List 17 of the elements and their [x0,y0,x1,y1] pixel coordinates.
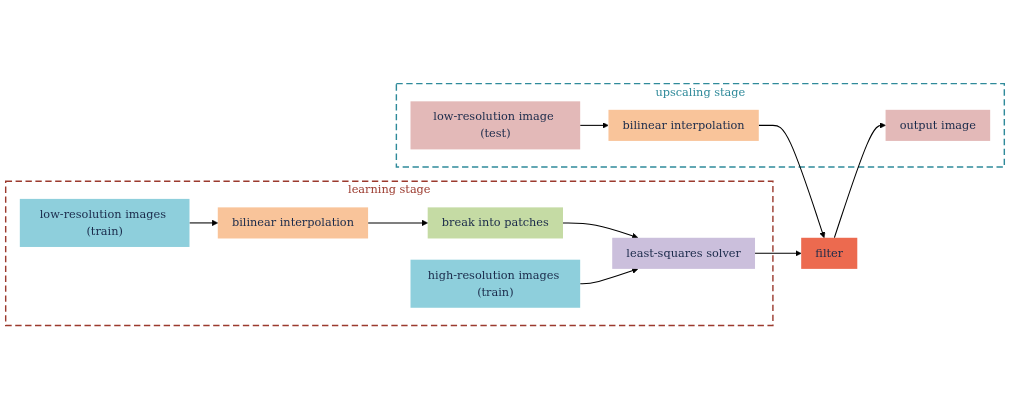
arrow [833,122,886,239]
arrow [579,267,639,285]
arrow [579,122,609,129]
node-box: bilinear interpolation [608,109,759,141]
node-box: high-resolution images (train) [410,259,581,308]
node-box: least-squares solver [612,237,755,269]
node-box: filter [801,237,858,269]
arrow [754,250,802,257]
arrow [758,124,826,238]
node-box: output image [885,109,991,141]
node-box: bilinear interpolation [217,207,369,239]
node-box: low-resolution images (train) [19,198,190,247]
arrow [562,222,639,239]
arrow [188,219,219,226]
node-box: break into patches [427,207,563,239]
arrow [367,219,428,226]
node-box: low-resolution image (test) [410,101,581,150]
